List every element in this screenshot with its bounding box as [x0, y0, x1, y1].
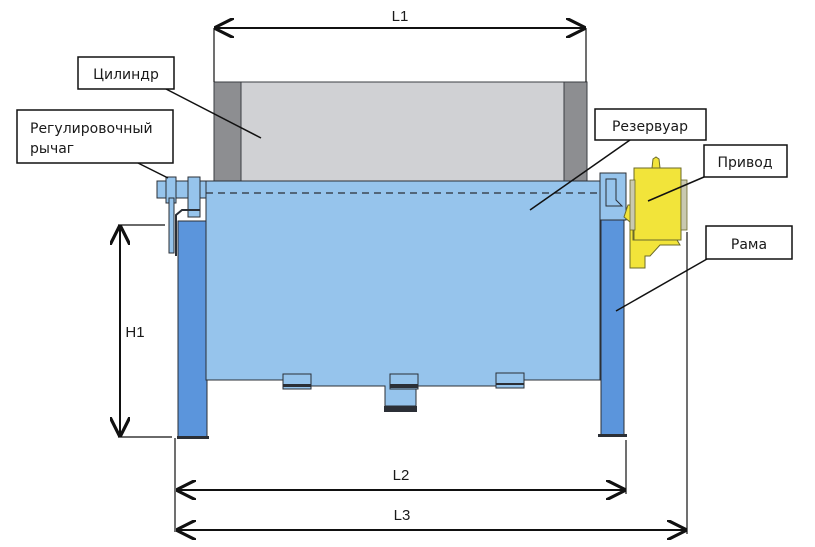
- callout-drive: Привод: [703, 144, 788, 178]
- lever-hub-right: [187, 176, 201, 218]
- callout-cylinder: Цилиндр: [77, 56, 175, 90]
- cylinder-left-end: [213, 81, 242, 183]
- bracket-plate: [390, 384, 418, 388]
- bracket-plate: [384, 406, 417, 412]
- side-box-detail: [605, 178, 624, 207]
- reservoir-label: Резервуар: [612, 119, 688, 135]
- drive: [623, 156, 688, 269]
- frame-left-foot: [177, 436, 209, 439]
- cylinder-right-end: [563, 81, 588, 183]
- dimension-l1: L1: [213, 8, 587, 82]
- frame-label: Рама: [731, 237, 767, 253]
- dimension-h1: H1: [118, 224, 172, 438]
- bracket-plate: [283, 384, 311, 387]
- drive-cap: [651, 156, 661, 169]
- reservoir-leader: [529, 139, 631, 211]
- reservoir-tank: [205, 180, 601, 407]
- callout-adjusting-lever: Регулировочный рычаг: [16, 109, 174, 164]
- h1-label: H1: [125, 324, 144, 341]
- cylinder-body: [240, 81, 565, 183]
- lever-label-line2: рычаг: [30, 141, 74, 157]
- callout-box: [77, 56, 175, 90]
- callout-box: [594, 108, 707, 141]
- drive-body: [633, 167, 682, 241]
- bracket-plate: [496, 383, 524, 385]
- l3-label: L3: [394, 507, 411, 524]
- frame: [177, 219, 627, 439]
- reservoir-side-box: [599, 172, 627, 221]
- lever-rod: [168, 197, 175, 254]
- drive-label: Привод: [717, 155, 772, 171]
- bottom-bracket-right: [495, 372, 525, 389]
- drive-side-left: [629, 179, 636, 231]
- callout-box: [703, 144, 788, 178]
- lever-leader: [137, 162, 169, 179]
- drive-side: [680, 179, 688, 231]
- dimension-l3: L3: [178, 232, 688, 534]
- cylinder-leader: [165, 88, 262, 139]
- dimension-l2: L2: [174, 438, 627, 532]
- callout-reservoir: Резервуар: [594, 108, 707, 141]
- frame-right-leg: [600, 219, 625, 436]
- cylinder: [213, 81, 588, 183]
- lever-bracket: [175, 209, 200, 256]
- drive-leader: [647, 176, 705, 202]
- l2-label: L2: [393, 467, 410, 484]
- lever-label-line1: Регулировочный: [30, 121, 153, 137]
- leader-lines: [137, 88, 708, 312]
- frame-leader: [615, 258, 708, 312]
- adjusting-lever: [156, 176, 207, 256]
- l1-label: L1: [392, 8, 409, 25]
- callout-box: [705, 225, 793, 260]
- callout-frame: Рама: [705, 225, 793, 260]
- cylinder-label: Цилиндр: [93, 67, 159, 83]
- frame-left-leg: [177, 220, 208, 438]
- frame-right-foot: [598, 434, 627, 437]
- callout-box: [16, 109, 174, 164]
- reservoir: [205, 172, 627, 412]
